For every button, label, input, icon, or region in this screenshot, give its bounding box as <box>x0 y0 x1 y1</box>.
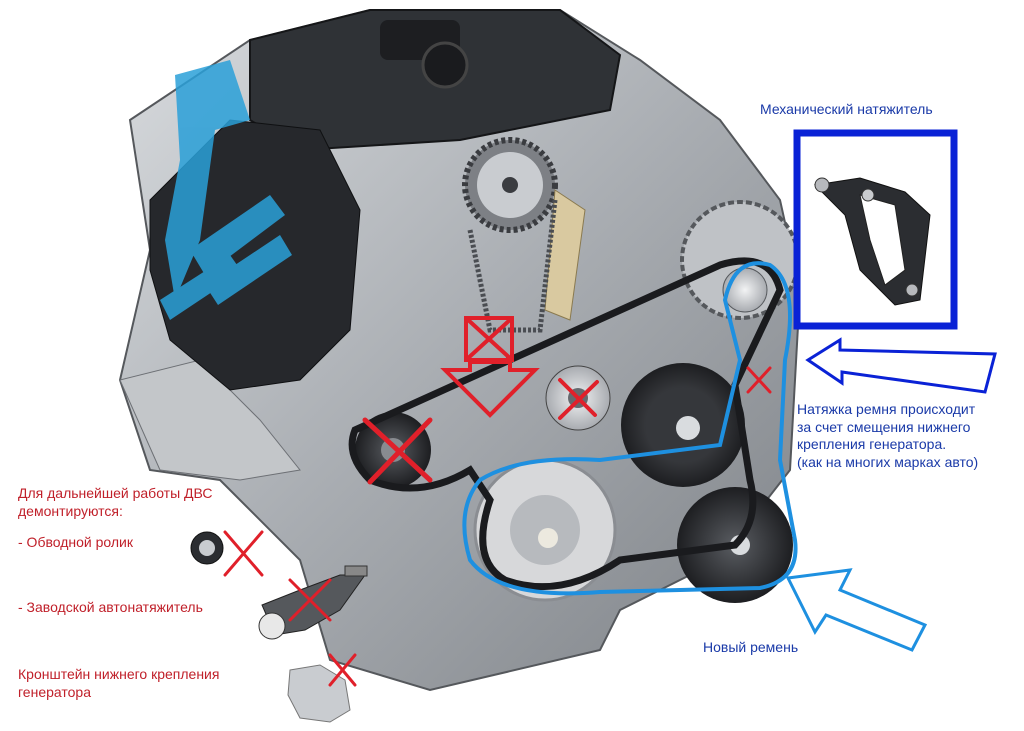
note-line: за счет смещения нижнего <box>797 418 971 435</box>
note-line: Натяжка ремня происходит <box>797 401 976 417</box>
item-line: Кронштейн нижнего крепления <box>18 666 220 682</box>
header-line: демонтируются: <box>18 502 123 519</box>
cross-idler-thumb <box>223 530 264 577</box>
cross-factory-tensioner-thumb <box>288 578 332 622</box>
old-belt <box>348 257 784 591</box>
arrow-to-belt <box>785 568 928 652</box>
tensioner-part <box>813 177 931 306</box>
removed-item-idler: - Обводной ролик <box>18 534 133 550</box>
mechanical-tensioner-label: Механический натяжитель <box>760 101 933 117</box>
note-line: (как на многих марках авто) <box>797 453 979 470</box>
note-line: крепления генератора. <box>797 436 947 452</box>
arrow-to-tensioner <box>805 337 997 394</box>
down-arrow <box>440 360 540 418</box>
header-line: Для дальнейшей работы ДВС <box>18 485 213 501</box>
new-belt-outline <box>462 261 798 596</box>
removed-item-tensioner: - Заводской автонатяжитель <box>18 599 203 615</box>
cross-idler-left <box>362 417 433 485</box>
cross-bracket-thumb <box>328 653 357 687</box>
cross-generator-bracket <box>746 366 772 394</box>
belt-tension-note: Натяжка ремня происходит за счет смещени… <box>797 401 978 471</box>
removed-item-bracket: Кронштейн нижнего крепления генератора <box>18 666 219 701</box>
timing-chain <box>467 199 558 333</box>
removed-parts-header: Для дальнейшей работы ДВС демонтируются: <box>18 485 213 520</box>
manifold-blue-highlight <box>160 60 292 320</box>
idler-roller-thumb <box>190 531 224 565</box>
pulley-water-pump <box>621 363 745 487</box>
timing-gear <box>462 137 558 233</box>
item-line: генератора <box>18 683 91 700</box>
new-belt-label: Новый ремень <box>703 639 799 655</box>
cross-tensioner <box>558 378 599 420</box>
